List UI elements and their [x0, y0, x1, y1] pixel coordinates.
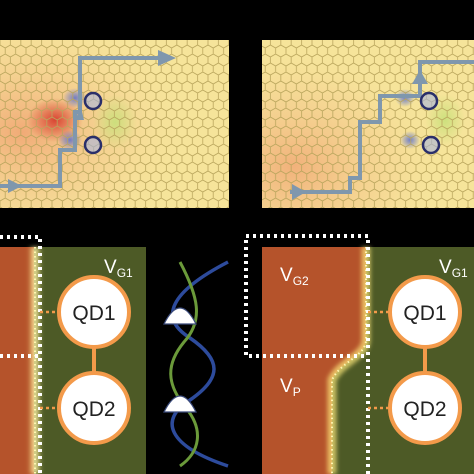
qd2-left-label: QD2 [72, 398, 115, 421]
dot-ring-upper-right [419, 91, 439, 111]
gate-device-right: QD1 QD2 VG1 VG2 VP [244, 234, 474, 474]
gate-region-red-right [262, 247, 366, 474]
wavefunction-illustration [163, 260, 229, 468]
qd1-left-circle [57, 275, 131, 349]
vg1-right-label: VG1 [439, 257, 468, 280]
vp-label: VP [280, 376, 301, 399]
dot-ring-lower-right [421, 135, 441, 155]
qd2-right-circle [388, 371, 462, 445]
wave-blue-curve [170, 260, 229, 468]
boundary-dotted-left-top [0, 235, 42, 474]
qd2-left-circle [57, 371, 131, 445]
qd1-right-label: QD1 [403, 302, 446, 325]
vg2-label: VG2 [280, 265, 309, 288]
boundary-dotted-right [244, 234, 370, 474]
gate-device-left: QD1 QD2 VG1 [0, 235, 146, 474]
wave-green-curve [169, 261, 199, 468]
vg1-left-label: VG1 [104, 257, 133, 280]
lattice-panel-left [0, 40, 229, 208]
wave-peak-lower [163, 395, 197, 413]
qd1-right-circle [388, 275, 462, 349]
lattice-panel-right [262, 40, 474, 208]
qd1-left-label: QD1 [72, 302, 115, 325]
qd2-right-label: QD2 [403, 398, 446, 421]
dot-ring-lower-left [83, 135, 103, 155]
wave-peak-upper [163, 307, 197, 325]
dot-ring-upper-left [83, 91, 103, 111]
